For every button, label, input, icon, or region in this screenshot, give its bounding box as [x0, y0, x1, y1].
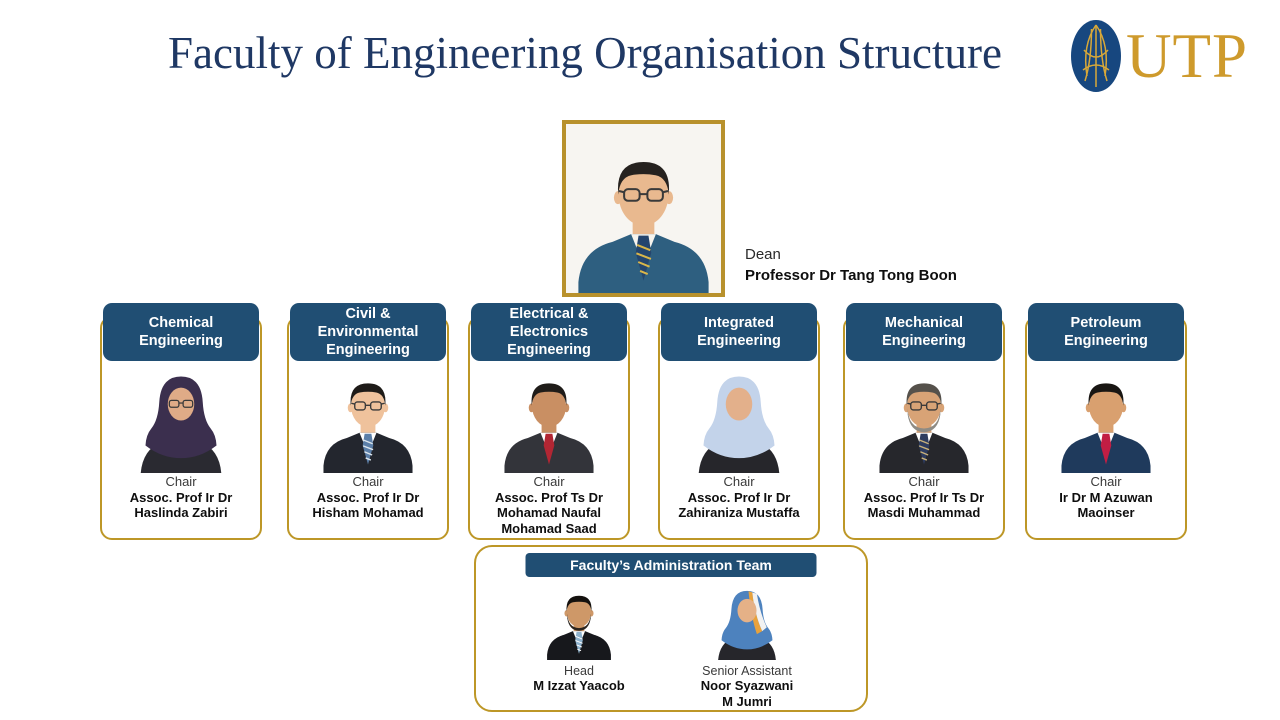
- chair-portrait-photo: [312, 367, 424, 473]
- chair-role-label: Chair: [165, 474, 197, 489]
- department-card: Civil & Environmental Engineering Chair …: [287, 303, 449, 540]
- chair-role-label: Chair: [533, 474, 565, 489]
- admin-team-box: Faculty’s Administration Team Head M Izz…: [474, 545, 868, 712]
- chair-name: Assoc. Prof Ir Dr Hisham Mohamad: [312, 490, 424, 521]
- utp-tree-emblem-icon: [1071, 20, 1121, 92]
- dean-role-label: Dean: [745, 246, 781, 263]
- department-card: Petroleum Engineering Chair Ir Dr M Azuw…: [1025, 303, 1187, 540]
- admin-member-photo: [709, 584, 785, 660]
- chair-portrait-photo: [1050, 367, 1162, 473]
- department-title: Chemical Engineering: [103, 303, 259, 361]
- chair-role-label: Chair: [352, 474, 384, 489]
- admin-member: Head M Izzat Yaacob: [504, 584, 654, 694]
- chair-portrait-photo: [683, 367, 795, 473]
- department-title: Integrated Engineering: [661, 303, 817, 361]
- admin-member-role: Head: [564, 664, 594, 678]
- chair-portrait-photo: [125, 367, 237, 473]
- department-title: Mechanical Engineering: [846, 303, 1002, 361]
- chair-name: Ir Dr M Azuwan Maoinser: [1059, 490, 1153, 521]
- chair-role-label: Chair: [908, 474, 940, 489]
- department-card: Electrical & Electronics Engineering Cha…: [468, 303, 630, 540]
- chair-role-label: Chair: [723, 474, 755, 489]
- admin-member-name: Noor Syazwani M Jumri: [700, 678, 794, 709]
- chair-portrait-photo: [868, 367, 980, 473]
- page-title: Faculty of Engineering Organisation Stru…: [168, 28, 1002, 78]
- chair-role-label: Chair: [1090, 474, 1122, 489]
- chair-portrait-photo: [493, 367, 605, 473]
- department-title: Petroleum Engineering: [1028, 303, 1184, 361]
- dean-photo: [562, 120, 725, 297]
- utp-logo-text: UTP: [1126, 21, 1249, 91]
- chair-name: Assoc. Prof Ir Ts Dr Masdi Muhammad: [863, 490, 985, 521]
- admin-member: Senior Assistant Noor Syazwani M Jumri: [672, 584, 822, 709]
- department-card: Integrated Engineering Chair Assoc. Prof…: [658, 303, 820, 540]
- utp-logo: UTP: [1070, 18, 1248, 94]
- dean-caption: Dean Professor Dr Tang Tong Boon: [745, 246, 957, 284]
- chair-name: Assoc. Prof Ir Dr Zahiraniza Mustaffa: [678, 490, 800, 521]
- admin-member-name: M Izzat Yaacob: [533, 678, 625, 693]
- department-title: Electrical & Electronics Engineering: [471, 303, 627, 361]
- department-card: Mechanical Engineering Chair Assoc. Prof…: [843, 303, 1005, 540]
- department-card: Chemical Engineering Chair Assoc. Prof I…: [100, 303, 262, 540]
- admin-member-photo: [541, 584, 617, 660]
- chair-name: Assoc. Prof Ts Dr Mohamad Naufal Mohamad…: [494, 490, 604, 536]
- dean-name: Professor Dr Tang Tong Boon: [745, 267, 957, 284]
- chair-name: Assoc. Prof Ir Dr Haslinda Zabiri: [129, 490, 233, 521]
- admin-member-role: Senior Assistant: [702, 664, 792, 678]
- admin-team-title: Faculty’s Administration Team: [525, 553, 817, 577]
- department-title: Civil & Environmental Engineering: [290, 303, 446, 361]
